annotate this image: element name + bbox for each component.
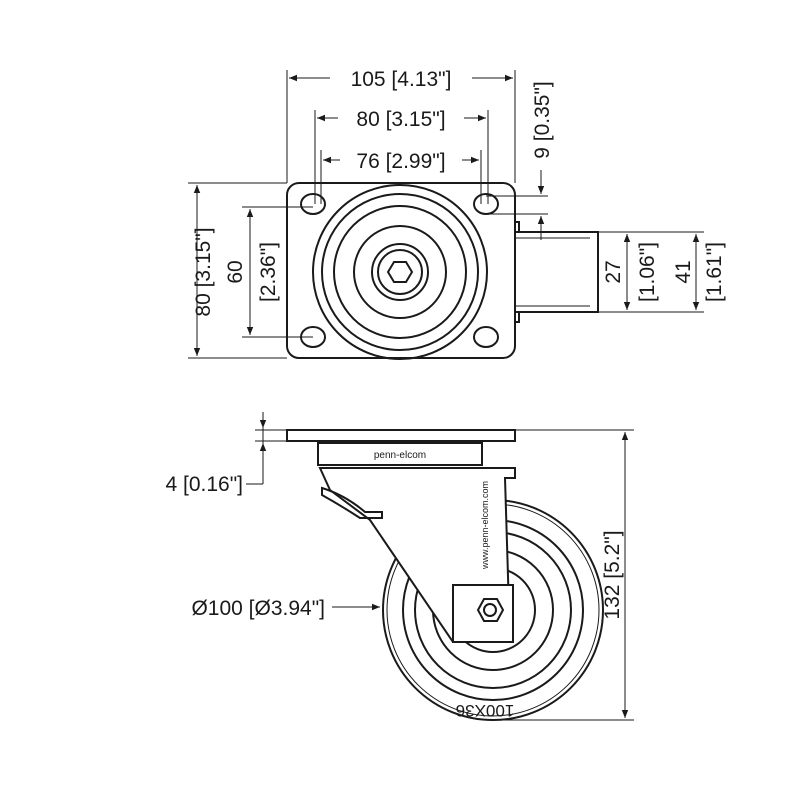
dim-fork-width-mm: 41 — [672, 260, 695, 283]
dim-plate-height: 80 [3.15"] — [192, 227, 215, 316]
dim-fork-width-in: [1.61"] — [703, 242, 726, 302]
side-view: 100X36 penn-elcom www.penn-elcom.com 4 [… — [165, 412, 634, 721]
dim-plate-width: 105 [4.13"] — [351, 68, 452, 91]
wheel-top — [514, 221, 599, 323]
dim-hole-offset: 9 [0.35"] — [531, 81, 554, 159]
swivel-rings — [312, 184, 488, 360]
axle-bracket — [452, 584, 514, 643]
axle-nut-icon — [476, 598, 505, 622]
top-plate — [286, 429, 516, 442]
dim-total-height: 132 [5.2"] — [601, 530, 624, 619]
dim-plate-thickness: 4 [0.16"] — [165, 473, 243, 496]
brake-lever — [321, 486, 383, 519]
dim-bolt-x-outer: 80 [3.15"] — [356, 108, 445, 131]
dim-wheel-diameter: Ø100 [Ø3.94"] — [191, 597, 325, 620]
top-view: 105 [4.13"] 80 [3.15"] 76 [2.99"] 9 [0.3… — [188, 68, 726, 360]
dim-bolt-x-inner: 76 [2.99"] — [356, 150, 445, 173]
swivel-head — [317, 442, 483, 466]
website-text: www.penn-elcom.com — [480, 481, 490, 570]
hex-bolt-icon — [386, 261, 414, 283]
brand-logo: penn-elcom — [374, 450, 426, 461]
dim-bolt-y-in: [2.36"] — [257, 242, 280, 302]
dim-bolt-y-mm: 60 — [224, 260, 247, 283]
wheel-marking: 100X36 — [456, 701, 515, 720]
dim-wheel-width-in: [1.06"] — [636, 242, 659, 302]
dim-wheel-width-mm: 27 — [602, 260, 625, 283]
